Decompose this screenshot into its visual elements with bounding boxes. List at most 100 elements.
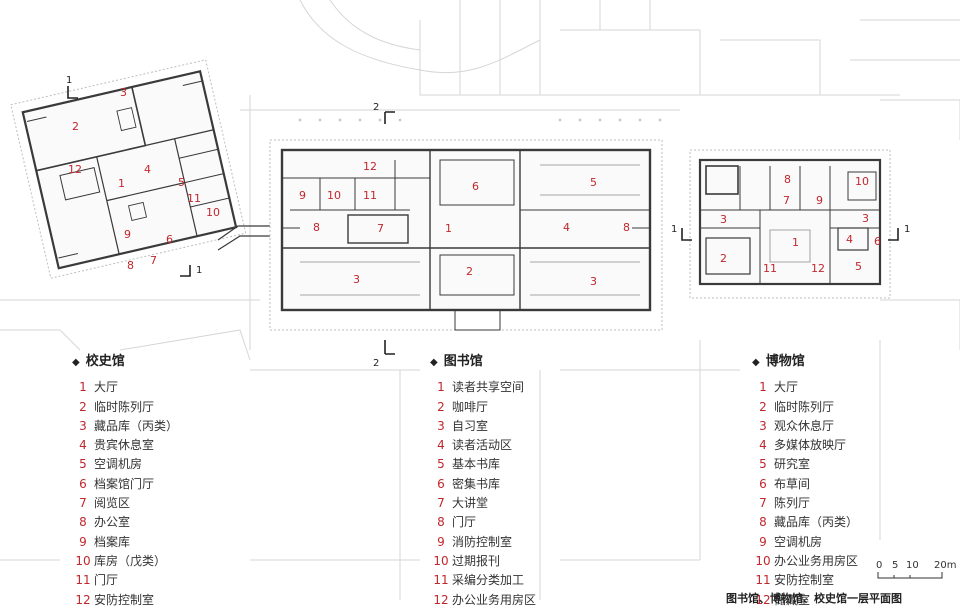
tsg-room-12: 12 — [363, 160, 377, 173]
scale-tick-label: 5 — [892, 560, 898, 571]
xsg-room-6: 6 — [166, 233, 173, 246]
bwg-room-6: 6 — [874, 235, 881, 248]
xsg-room-10: 10 — [206, 206, 220, 219]
scale-tick-label: 20m — [934, 560, 956, 571]
xsg-room-4: 4 — [144, 163, 151, 176]
scale-bar: 0 5 10 20m — [876, 560, 956, 579]
bwg-room-9: 9 — [816, 194, 823, 207]
tsg-room-5: 5 — [590, 176, 597, 189]
bwg-room-2: 2 — [720, 252, 727, 265]
bwg-room-10: 10 — [855, 175, 869, 188]
tushuguan-plan — [269, 139, 663, 331]
tsg-room-8a: 8 — [313, 221, 320, 234]
bwg-room-5: 5 — [855, 260, 862, 273]
tsg-room-1: 1 — [445, 222, 452, 235]
tsg-room-3a: 3 — [353, 273, 360, 286]
tsg-room-8b: 8 — [623, 221, 630, 234]
section-mark-label: 1 — [671, 224, 677, 235]
section-mark-label: 2 — [373, 102, 379, 113]
section-mark-label: 1 — [196, 265, 202, 276]
tsg-room-7: 7 — [377, 222, 384, 235]
bwg-room-7: 7 — [783, 194, 790, 207]
drawing-caption: 图书馆、博物馆、校史馆一层平面图 — [726, 592, 902, 605]
scale-bar-line — [877, 572, 943, 579]
section-marks: 1 1 1 1 2 2 — [66, 75, 910, 369]
connecting-corridor — [217, 225, 282, 251]
tsg-room-11: 11 — [363, 189, 377, 202]
tsg-room-2: 2 — [466, 265, 473, 278]
bwg-room-4: 4 — [846, 233, 853, 246]
bwg-room-1: 1 — [792, 236, 799, 249]
bwg-room-11: 11 — [763, 262, 777, 275]
xsg-room-5: 5 — [178, 176, 185, 189]
bwg-room-12: 12 — [811, 262, 825, 275]
bwg-room-3b: 3 — [862, 212, 869, 225]
bwg-room-3a: 3 — [720, 213, 727, 226]
tsg-room-3b: 3 — [590, 275, 597, 288]
tushuguan-room-numbers: 1 2 3 3 4 5 6 7 8 8 12 10 11 9 — [299, 160, 630, 288]
tsg-room-9: 9 — [299, 189, 306, 202]
xsg-room-3: 3 — [120, 86, 127, 99]
tsg-room-6: 6 — [472, 180, 479, 193]
xsg-room-12: 12 — [68, 163, 82, 176]
xsg-room-1: 1 — [118, 177, 125, 190]
xiaoshiguan-plan — [10, 59, 247, 279]
xsg-room-9: 9 — [124, 228, 131, 241]
bowuguan-room-numbers: 1 2 3 3 4 5 6 7 8 9 10 11 12 — [720, 173, 881, 275]
bwg-room-8: 8 — [784, 173, 791, 186]
bowuguan-plan — [689, 149, 891, 299]
legend-title: ◆校史馆 — [72, 354, 125, 369]
scale-tick-label: 10 — [906, 560, 919, 571]
diamond-bullet-icon: ◆ — [752, 357, 760, 368]
section-mark-label: 2 — [373, 358, 379, 369]
legend-title: ◆博物馆 — [752, 354, 805, 369]
xsg-room-7: 7 — [150, 254, 157, 267]
scale-tick-label: 0 — [876, 560, 882, 571]
xiaoshiguan-room-numbers: 1 2 3 4 5 6 7 8 9 10 11 12 — [68, 86, 220, 272]
xsg-room-2: 2 — [72, 120, 79, 133]
tsg-room-10: 10 — [327, 189, 341, 202]
xsg-room-11: 11 — [187, 192, 201, 205]
section-mark-label: 1 — [904, 224, 910, 235]
section-mark-label: 1 — [66, 75, 72, 86]
diamond-bullet-icon: ◆ — [72, 357, 80, 368]
